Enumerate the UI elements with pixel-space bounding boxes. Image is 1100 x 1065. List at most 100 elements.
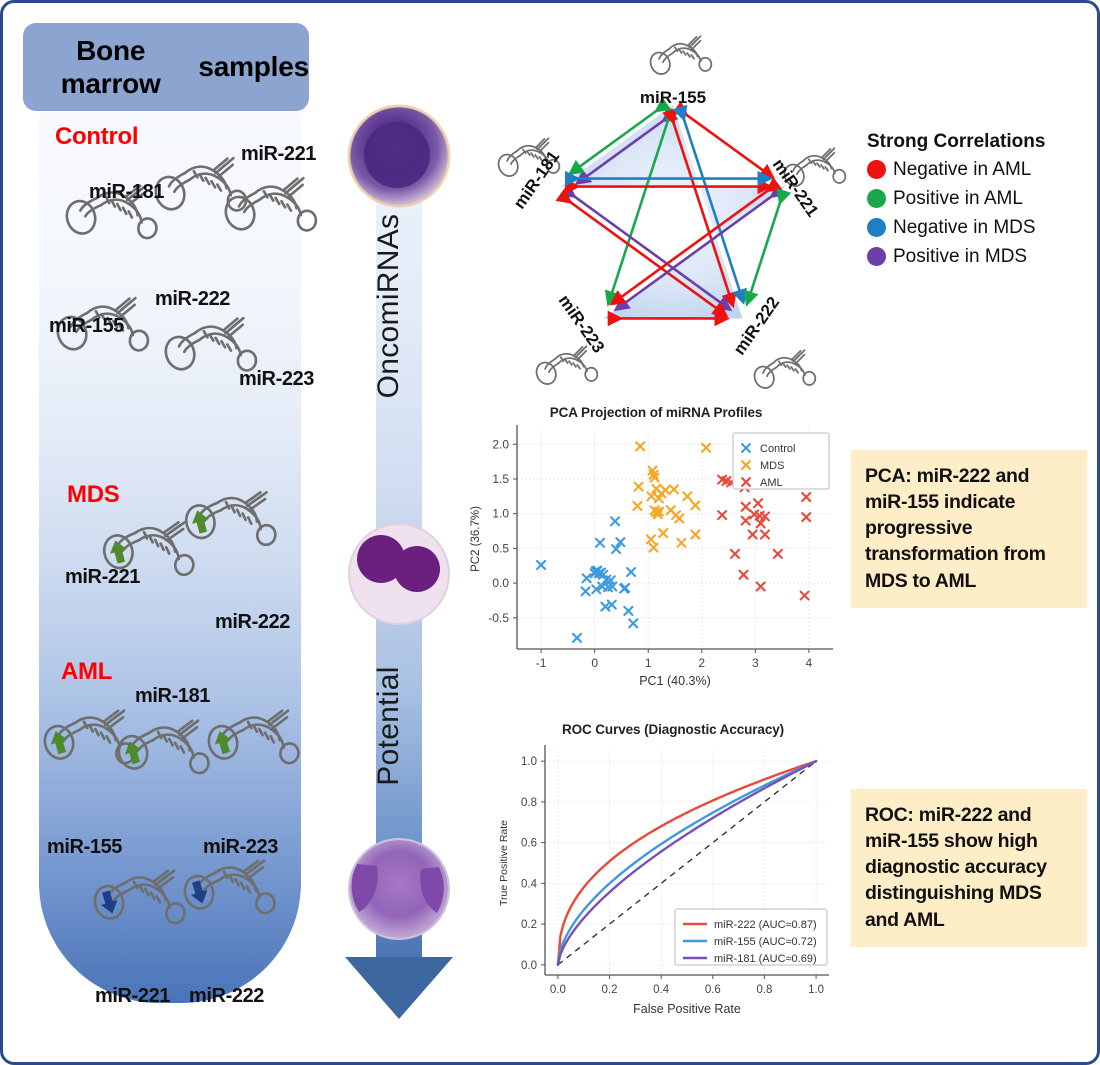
oncomirnas-label: OncomiRNAs — [372, 213, 405, 399]
arrow-head — [345, 957, 453, 1019]
mirna-hairpin-icon — [154, 156, 248, 212]
mirna-hairpin-illustrations — [43, 156, 318, 925]
legend-row-label: Positive in AML — [893, 187, 1023, 209]
blood-cell-micrographs — [347, 104, 451, 940]
mirna-hairpin-icon — [649, 35, 713, 75]
legend-color-dot-icon — [867, 189, 886, 208]
roc-ytick-label: 0.4 — [521, 878, 538, 890]
cell-micrograph-middle — [348, 523, 450, 625]
downregulated-arrow-icon — [100, 890, 118, 914]
panel-title-line-0: Bone marrow — [60, 34, 161, 99]
pca-xtick-label: 0 — [591, 656, 598, 670]
sample-tube — [39, 113, 301, 1003]
roc-ytick-label: 0.0 — [521, 960, 537, 972]
mirna-label-mds-222: miR-222 — [215, 611, 291, 633]
mirna-hairpin-icon — [102, 521, 195, 577]
mirna-hairpin-icon — [117, 719, 210, 775]
upregulated-arrow-icon — [124, 741, 142, 765]
roc-legend: miR-222 (AUC≈0.87) miR-155 (AUC≈0.72) miR-… — [674, 908, 828, 966]
upregulated-arrow-icon — [110, 540, 127, 564]
pca-xtick-label: 1 — [645, 656, 652, 670]
mirna-label-control-155: miR-155 — [49, 315, 125, 337]
mirna-label-control-181: miR-181 — [89, 181, 165, 203]
mirna-hairpin-icon — [65, 184, 158, 240]
roc-ytick-label: 1.0 — [521, 756, 537, 768]
pca-ytick-label: 2.0 — [492, 437, 509, 451]
mirna-label-aml-221: miR-221 — [95, 985, 171, 1007]
network-node-label-mir-155: miR-155 — [640, 88, 706, 107]
pca-ytick-label: 1.5 — [492, 472, 509, 486]
mirna-label-aml-181: miR-181 — [135, 685, 211, 707]
pca-legend-label: MDS — [760, 460, 784, 472]
upregulated-arrow-icon — [192, 510, 209, 534]
roc-xtick-label: 1.0 — [808, 984, 824, 996]
bone-marrow-panel: Bone marrow samples Control miR-181 miR-221… — [17, 13, 321, 1018]
roc-legend-label: miR-181 (AUC≈0.69) — [714, 953, 817, 965]
stage-label-control: Control — [55, 123, 139, 150]
cell-micrograph-bottom — [348, 838, 450, 940]
pca-ytick-label: 0.5 — [492, 541, 509, 555]
legend-row-3: Positive in MDS — [867, 242, 1097, 271]
roc-legend-label: miR-155 (AUC≈0.72) — [714, 936, 817, 948]
pca-series-control — [536, 516, 639, 643]
network-node-label-mir-223: miR-223 — [555, 291, 609, 356]
roc-yaxis-label: True Positive Rate — [498, 820, 510, 906]
potential-label: Potential — [372, 666, 405, 786]
pca-xtick-label: -1 — [536, 656, 547, 670]
mirna-label-aml-155: miR-155 — [47, 836, 123, 858]
mirna-hairpin-icon — [535, 345, 599, 385]
correlation-edge — [743, 187, 792, 307]
pca-xtick-label: 4 — [806, 656, 813, 670]
stage-label-mds: MDS — [67, 481, 120, 508]
mirna-label-aml-222: miR-222 — [189, 985, 265, 1007]
roc-curve-mir-181 — [556, 759, 818, 967]
mirna-hairpin-icon — [783, 147, 847, 187]
pca-ytick-label: -0.5 — [488, 611, 509, 625]
roc-xtick-label: 0.2 — [602, 984, 618, 996]
legend-row-0: Negative in AML — [867, 155, 1097, 184]
legend-row-label: Negative in AML — [893, 158, 1032, 180]
mirna-hairpin-icon — [93, 869, 186, 925]
correlation-legend: Strong Correlations Negative in AML Posit… — [867, 131, 1097, 271]
panel-title: Bone marrow samples — [23, 23, 309, 111]
legend-row-2: Negative in MDS — [867, 213, 1097, 242]
pca-xaxis-label: PC1 (40.3%) — [639, 674, 711, 688]
mirna-hairpin-icon — [224, 176, 318, 232]
pca-series-aml — [717, 473, 812, 601]
network-node-label-mir-222: miR-222 — [730, 293, 784, 358]
roc-xaxis-label: False Positive Rate — [633, 1002, 741, 1016]
roc-annotation-note: ROC: miR-222 and miR-155 show high diagn… — [851, 789, 1087, 947]
upregulated-arrow-icon — [214, 731, 232, 755]
roc-curve-mir-222 — [556, 759, 818, 967]
mirna-label-control-223: miR-223 — [239, 368, 315, 390]
pca-yaxis-label: PC2 (36.7%) — [470, 506, 482, 572]
mirna-hairpin-icon — [207, 709, 300, 765]
roc-ytick-label: 0.8 — [521, 797, 537, 809]
roc-ytick-label: 0.2 — [521, 919, 537, 931]
legend-row-label: Negative in MDS — [893, 216, 1036, 238]
pca-ytick-label: 1.0 — [492, 507, 509, 521]
mirna-hairpin-icon — [164, 316, 258, 372]
mirna-hairpin-icon — [184, 491, 277, 547]
cell-micrograph-top — [347, 104, 451, 208]
legend-color-dot-icon — [867, 247, 886, 266]
pca-ytick-label: 0.0 — [492, 576, 509, 590]
panel-title-line-1: samples — [198, 51, 309, 83]
mirna-hairpin-icon — [56, 296, 150, 352]
legend-row-label: Positive in MDS — [893, 245, 1028, 267]
pca-legend-label: AML — [760, 477, 783, 489]
roc-xtick-label: 0.0 — [550, 984, 566, 996]
stage-label-aml: AML — [61, 658, 113, 685]
progression-arrow-column: OncomiRNAs Potential — [339, 99, 469, 1044]
legend-title: Strong Correlations — [867, 131, 1046, 152]
mirna-hairpin-icon — [497, 137, 561, 177]
roc-legend-label: miR-222 (AUC≈0.87) — [714, 919, 817, 931]
pca-chart-title: PCA Projection of miRNA Profiles — [549, 405, 763, 420]
